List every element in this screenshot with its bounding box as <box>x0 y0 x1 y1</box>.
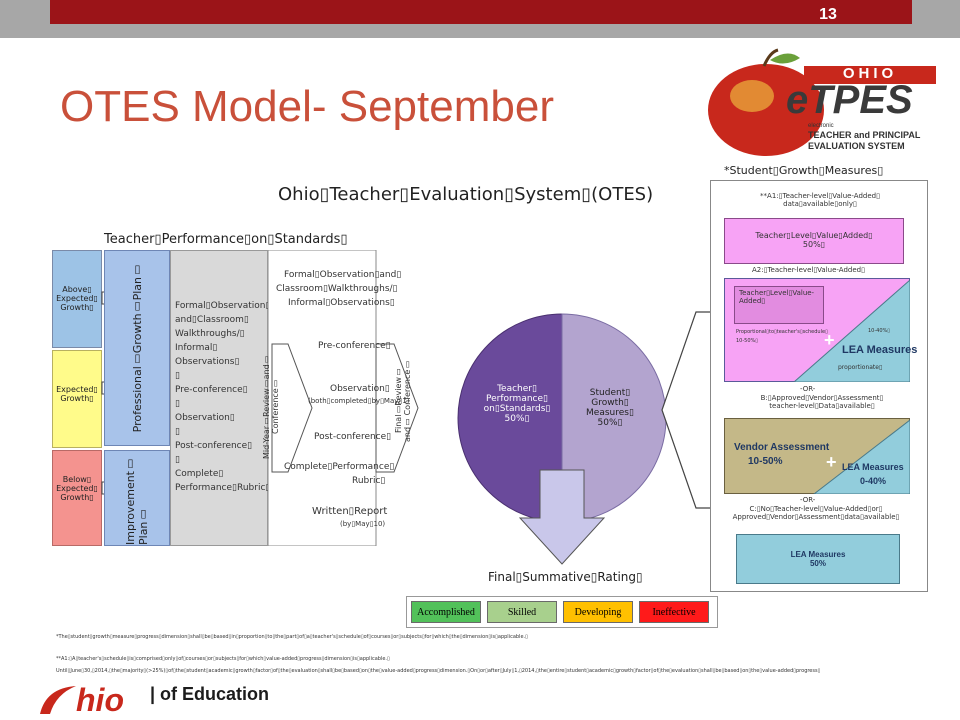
sgm-a2-label: Teacher▯Level▯Value-Added▯ <box>739 289 815 305</box>
growth-level-above: Above▯ Expected▯ Growth▯ <box>52 250 102 348</box>
flow-written-report: Written▯Report <box>312 506 388 517</box>
sgm-a2-percent: 10-40%▯ <box>868 328 891 334</box>
logo-sub2: EVALUATION SYSTEM <box>808 141 905 151</box>
sgm-c-box: LEA Measures 50% <box>736 534 900 584</box>
sgm-b-triangle <box>813 419 910 494</box>
sgm-or-2: -OR- <box>800 496 816 504</box>
flow-formal-2: Classroom▯Walkthroughs/▯ <box>276 284 398 294</box>
mid-year-review: Mid-Year▯Review▯and▯ Conference▯ <box>262 355 280 459</box>
improvement-plan: Improvement▯ Plan▯ <box>104 450 170 546</box>
pie-label-student-growth: Student▯ Growth▯ Measures▯ 50%▯ <box>586 388 634 428</box>
down-arrow-icon <box>518 469 606 565</box>
growth-level-expected-label: Expected▯ Growth▯ <box>56 385 98 403</box>
growth-level-below-label: Below▯ Expected▯ Growth▯ <box>56 475 98 502</box>
sgm-a2-proportionate: proportionate▯ <box>838 364 883 371</box>
sgm-c-note: C:▯No▯Teacher-level▯Value-Added▯or▯ Appr… <box>732 505 900 521</box>
sgm-a2-triangle <box>793 279 910 382</box>
growth-level-above-label: Above▯ Expected▯ Growth▯ <box>56 285 98 312</box>
sgm-a1-label: Teacher▯Level▯Value▯Added▯ 50%▯ <box>755 231 873 249</box>
process-step: and▯Classroom▯ <box>175 315 249 325</box>
flow-rubric-1: Complete▯Performance▯ <box>284 462 395 472</box>
sgm-vendor-percent: 10-50% <box>748 456 783 467</box>
footnote-1: *The▯student▯growth▯measure▯progress▯dim… <box>56 634 528 640</box>
professional-growth-plan-label: Professional▯Growth▯Plan▯ <box>130 263 144 433</box>
footnote-2: **A1:▯A▯teacher's▯schedule▯is▯comprised▯… <box>56 656 390 662</box>
flow-written-note: (by▯May▯10) <box>340 520 386 528</box>
ohio-logo-swoosh-icon <box>40 686 76 714</box>
sgm-a1-box: Teacher▯Level▯Value▯Added▯ 50%▯ <box>724 218 904 264</box>
page-title: OTES Model- September <box>60 82 554 131</box>
flow-preconference: Pre-conference▯ <box>318 341 391 351</box>
ohio-logo: hio <box>36 678 148 718</box>
etpes-logo: OHIO eTPES electronic TEACHER and PRINCI… <box>704 48 942 158</box>
plus-icon: + <box>826 452 837 472</box>
flow-formal-1: Formal▯Observation▯and▯ <box>284 270 402 280</box>
apple-icon <box>708 48 824 156</box>
sgm-c-lea: LEA Measures <box>790 550 846 559</box>
process-step: ▯ <box>175 455 180 465</box>
logo-electronic: electronic <box>808 123 834 129</box>
sgm-or-1: -OR- <box>800 385 816 393</box>
pie-label-teacher-performance: Teacher▯ Performance▯ on▯Standards▯ 50%▯ <box>483 384 551 424</box>
rating-scale: Accomplished Skilled Developing Ineffect… <box>406 596 718 628</box>
growth-level-below: Below▯ Expected▯ Growth▯ <box>52 450 102 546</box>
rating-accomplished: Accomplished <box>411 601 481 623</box>
sgm-b-lea-percent: 0-40% <box>860 476 887 486</box>
process-step: ▯ <box>175 427 180 437</box>
sgm-b-note: B:▯Approved▯Vendor▯Assessment▯ teacher-l… <box>760 394 884 410</box>
footer-dept: | of Education <box>150 684 270 704</box>
chevron-left-icon <box>661 311 715 509</box>
sgm-c-lea-percent: 50% <box>809 559 826 568</box>
process-steps: Formal▯Observation▯ and▯Classroom▯ Walkt… <box>170 250 271 546</box>
process-step: Performance▯Rubric▯ <box>175 483 271 493</box>
sgm-vendor: Vendor Assessment <box>734 442 830 453</box>
process-step: Informal▯ <box>175 343 218 353</box>
rating-ineffective: Ineffective <box>639 601 709 623</box>
diagram-title: Ohio▯Teacher▯Evaluation▯System▯(OTES) <box>278 184 654 205</box>
top-red-band <box>50 0 912 24</box>
slide-number: 13 <box>819 6 837 23</box>
rating-skilled: Skilled <box>487 601 557 623</box>
logo-ohio: OHIO <box>842 65 898 82</box>
footnote-3: Until▯June▯30,▯2014,▯the▯majority▯(>25%)… <box>56 668 821 674</box>
process-step: Pre-conference▯ <box>175 385 248 395</box>
flow-rubric-2: Rubric▯ <box>352 476 386 486</box>
sgm-heading: *Student▯Growth▯Measures▯ <box>724 164 884 177</box>
rating-developing: Developing <box>563 601 633 623</box>
ohio-logo-text: hio <box>76 682 124 718</box>
flow-observation-note: (both▯completed▯by▯May▯1) <box>308 397 410 405</box>
process-step: Formal▯Observation▯ <box>175 301 271 311</box>
sgm-a1-note: **A1:▯Teacher-level▯Value-Added▯ data▯av… <box>760 192 880 208</box>
process-step: Observations▯ <box>175 357 240 367</box>
plus-icon: + <box>824 330 835 350</box>
growth-level-expected: Expected▯ Growth▯ <box>52 350 102 448</box>
process-step: ▯ <box>175 371 180 381</box>
logo-etpes: eTPES <box>786 78 913 122</box>
flow-observation: Observation▯ <box>330 384 390 394</box>
evaluation-pie <box>457 313 667 523</box>
flow-chevrons <box>268 250 419 546</box>
professional-growth-plan: Professional▯Growth▯Plan▯ <box>104 250 170 446</box>
sgm-a2-inner: Teacher▯Level▯Value-Added▯ <box>734 286 824 324</box>
improvement-plan-label: Improvement▯ Plan▯ <box>124 458 150 545</box>
final-review: Final▯Review▯ and▯ Conference▯ <box>394 360 412 442</box>
flow-formal-3: Informal▯Observations▯ <box>288 298 395 308</box>
final-summative-rating: Final▯Summative▯Rating▯ <box>488 570 643 584</box>
sgm-a2-lea: LEA Measures <box>842 344 918 356</box>
sgm-b-lea: LEA Measures <box>842 462 904 472</box>
process-step: Observation▯ <box>175 413 235 423</box>
process-step: Post-conference▯ <box>175 441 253 451</box>
process-step: Walkthroughs/▯ <box>175 329 245 339</box>
flow-postconference: Post-conference▯ <box>314 432 392 442</box>
logo-sub1: TEACHER and PRINCIPAL <box>808 130 921 140</box>
sgm-a2-proportional: Proportional▯to▯teacher's▯schedule▯ 10-5… <box>736 329 828 344</box>
sgm-a2-note: A2:▯Teacher-level▯Value-Added▯ <box>752 266 865 274</box>
process-step: ▯ <box>175 399 180 409</box>
perf-heading: Teacher▯Performance▯on▯Standards▯ <box>104 232 348 247</box>
process-step: Complete▯ <box>175 469 224 479</box>
